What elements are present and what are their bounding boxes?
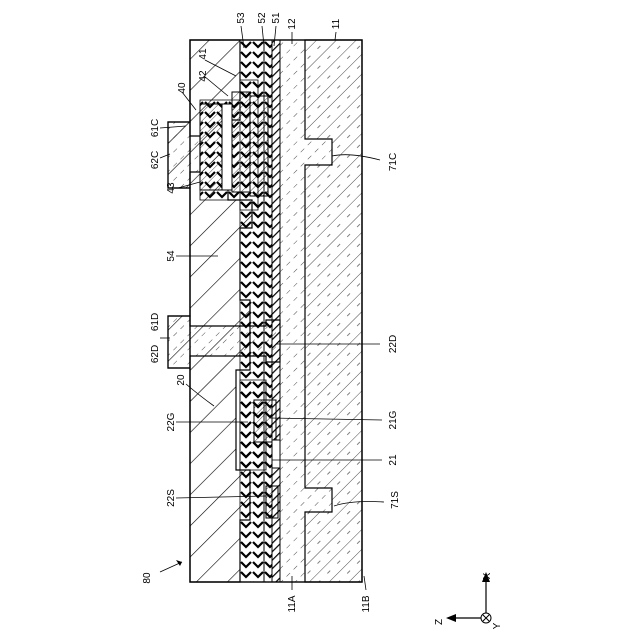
label-61d: 61D xyxy=(150,313,161,331)
label-41: 41 xyxy=(198,48,209,60)
semiconductor-21 xyxy=(272,440,280,468)
label-40: 40 xyxy=(177,82,188,94)
axis-label-y: Y xyxy=(492,622,503,629)
label-21: 21 xyxy=(388,454,399,466)
label-21g: 21G xyxy=(388,410,399,429)
label-22s: 22S xyxy=(166,489,177,507)
label-11b: 11B xyxy=(361,595,372,612)
arrowhead-80 xyxy=(176,560,182,566)
electrode-41 xyxy=(232,92,250,192)
label-22g: 22G xyxy=(166,412,177,431)
label-71c: 71C xyxy=(388,153,399,171)
label-80: 80 xyxy=(142,572,153,584)
label-62c: 62C xyxy=(150,151,161,169)
label-43: 43 xyxy=(166,182,177,194)
label-11: 11 xyxy=(331,18,342,29)
label-42: 42 xyxy=(198,70,209,82)
gate-electrode-21g xyxy=(254,400,276,442)
label-52: 52 xyxy=(257,12,268,24)
axis-label-x: X xyxy=(482,572,493,579)
dielectric-43 xyxy=(222,104,232,190)
label-20: 20 xyxy=(176,374,187,386)
label-12: 12 xyxy=(287,18,298,30)
label-22d: 22D xyxy=(388,335,399,353)
label-11a: 11A xyxy=(287,595,298,612)
coordinate-axes: X Z Y xyxy=(434,572,503,629)
lower-electrode-block xyxy=(250,96,268,196)
label-71s: 71S xyxy=(390,491,401,509)
label-61c: 61C xyxy=(150,119,161,137)
label-53: 53 xyxy=(236,12,247,24)
axis-label-z: Z xyxy=(434,619,445,625)
label-51: 51 xyxy=(271,12,282,24)
label-62d: 62D xyxy=(150,345,161,363)
label-54: 54 xyxy=(166,250,177,262)
electrode-42 xyxy=(200,104,222,190)
source-22s xyxy=(266,486,278,518)
